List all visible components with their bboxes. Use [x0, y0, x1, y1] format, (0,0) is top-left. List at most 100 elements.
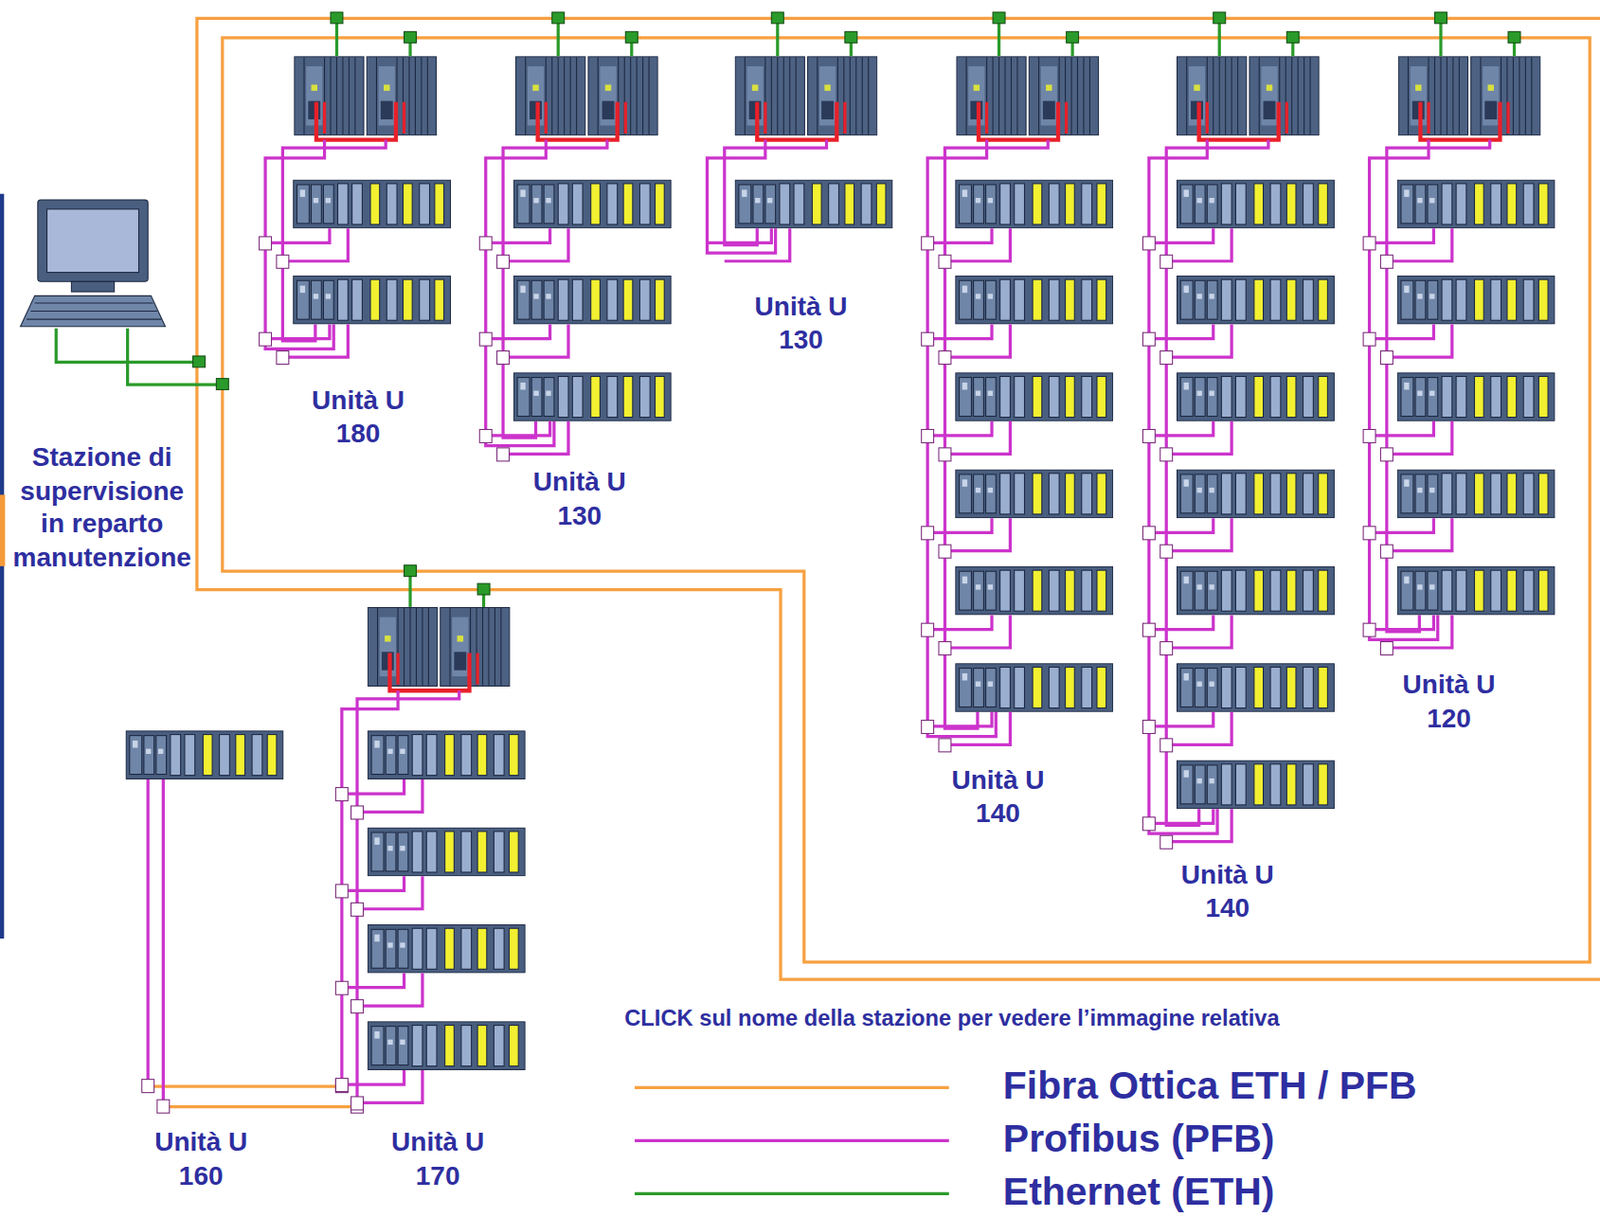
bus-terminal — [335, 981, 348, 995]
bus-terminal — [479, 236, 492, 251]
redundancy-link — [389, 652, 469, 691]
bus-terminal — [1142, 429, 1155, 443]
bus-terminal — [1363, 236, 1376, 251]
unit-label: Unità U 140 — [951, 763, 1045, 830]
ethernet-connector — [1286, 31, 1299, 43]
bus-terminal — [335, 788, 348, 802]
ethernet-drop — [775, 17, 779, 56]
bus-terminal — [1160, 738, 1173, 753]
bus-terminal — [1363, 623, 1376, 637]
bus-terminal — [938, 448, 952, 462]
bus-terminal — [1160, 835, 1173, 849]
bus-terminal — [921, 236, 935, 251]
bus-terminal — [938, 544, 952, 558]
io-rack — [1397, 275, 1555, 324]
redundancy-link — [987, 102, 1067, 134]
bus-terminal — [276, 351, 289, 365]
note: CLICK sul nome della stazione per vedere… — [624, 1004, 1279, 1033]
bus-terminal — [351, 1000, 364, 1014]
bus-terminal — [921, 429, 935, 443]
ethernet-connector — [844, 31, 858, 43]
ethernet-connector — [1435, 12, 1448, 24]
redundancy-link — [978, 102, 1059, 141]
bus-terminal — [335, 1078, 348, 1093]
ethernet-connector — [330, 12, 343, 24]
bus-terminal — [1380, 448, 1393, 462]
bus-terminal — [276, 254, 289, 269]
redundancy-link — [765, 102, 845, 134]
unit-label: Unità U 120 — [1402, 668, 1496, 736]
bus-terminal — [351, 902, 364, 917]
io-rack — [955, 469, 1114, 519]
bus-terminal — [1160, 642, 1173, 656]
bus-terminal — [497, 448, 510, 462]
ethernet-drop — [1218, 17, 1222, 56]
io-rack — [1177, 760, 1335, 809]
bus-terminal — [1142, 719, 1155, 734]
bus-terminal — [497, 254, 510, 269]
unit-label: Unità U 160 — [154, 1125, 249, 1192]
io-rack — [955, 275, 1114, 324]
io-rack — [367, 924, 525, 973]
bus-terminal — [1160, 544, 1173, 558]
bus-terminal — [921, 526, 935, 540]
bus-terminal — [921, 719, 935, 734]
io-rack — [1177, 469, 1335, 519]
bus-terminal — [938, 351, 952, 365]
legend-text: Profibus (PFB) — [1003, 1118, 1276, 1162]
io-rack — [513, 275, 671, 324]
bus-terminal — [1142, 623, 1155, 637]
unit-label: Unità U 130 — [754, 289, 848, 357]
io-rack — [1397, 566, 1555, 615]
io-rack — [955, 566, 1114, 615]
unit-label: Unità U 140 — [1180, 858, 1275, 925]
unit-label: Unità U 180 — [311, 383, 406, 450]
bus-terminal — [479, 429, 492, 443]
unit-label: Unità U 130 — [532, 465, 627, 532]
ethernet-connector — [771, 12, 784, 24]
io-rack — [293, 275, 451, 324]
bus-terminal — [1160, 254, 1173, 269]
redundancy-link — [1206, 102, 1287, 134]
io-rack — [367, 1022, 525, 1071]
bus-terminal — [1363, 332, 1376, 346]
bus-terminal — [938, 254, 952, 269]
profibus-drop — [706, 228, 790, 261]
bus-terminal — [938, 642, 952, 656]
ethernet-connector — [477, 583, 490, 595]
bus-terminal — [1142, 526, 1155, 540]
io-rack — [1177, 275, 1335, 324]
bus-terminal — [1380, 544, 1393, 558]
io-rack — [1177, 566, 1335, 615]
io-rack — [513, 179, 671, 229]
ethernet-connector — [404, 565, 417, 577]
bus-terminal — [921, 623, 935, 637]
io-rack — [367, 827, 525, 877]
bus-terminal — [351, 806, 364, 820]
bus-terminal — [1142, 332, 1155, 346]
io-rack — [513, 373, 671, 422]
redundancy-link — [324, 102, 405, 134]
bus-terminal — [335, 884, 348, 899]
ethernet-connector — [1508, 31, 1521, 43]
bus-terminal — [1160, 448, 1173, 462]
legend-text: Fibra Ottica ETH / PFB — [1003, 1065, 1418, 1109]
bus-terminal — [1363, 526, 1376, 540]
bus-terminal — [1380, 254, 1393, 269]
bus-terminal — [1160, 351, 1173, 365]
ethernet-drop — [335, 17, 339, 56]
bus-terminal — [1363, 429, 1376, 443]
io-rack — [1177, 664, 1335, 713]
io-rack — [367, 731, 525, 780]
io-rack — [1177, 373, 1335, 422]
ethernet-connector — [625, 31, 638, 43]
ethernet-connector — [992, 12, 1006, 24]
bus-terminal — [1380, 642, 1393, 656]
io-rack — [955, 373, 1114, 422]
bus-terminal — [259, 332, 272, 346]
bus-terminal — [1142, 236, 1155, 251]
bus-terminal — [921, 332, 935, 346]
unit-label: Unità U 170 — [391, 1125, 486, 1192]
